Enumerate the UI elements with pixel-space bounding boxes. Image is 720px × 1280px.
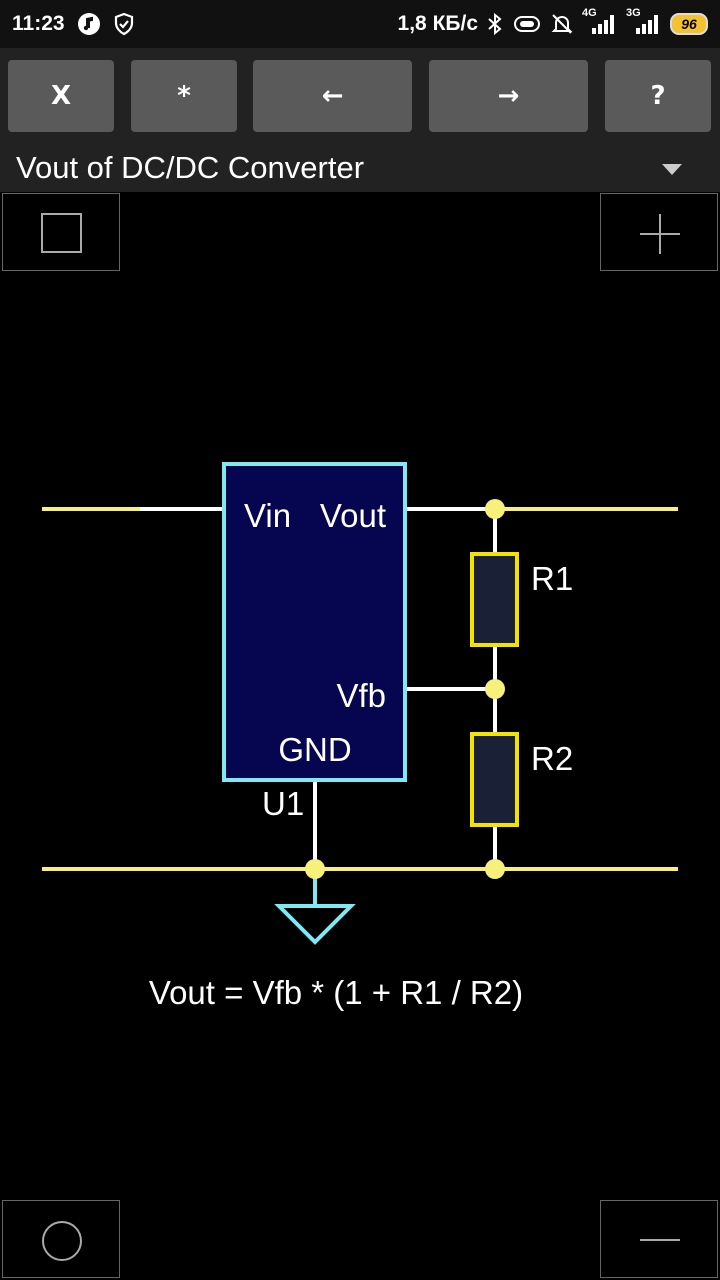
next-button[interactable]: →	[429, 60, 588, 132]
select-mode-button[interactable]	[2, 193, 120, 271]
chip-ref-label: U1	[262, 785, 304, 822]
signal-3g-icon: 3G	[626, 8, 662, 36]
status-bar: 11:23 1,8 КБ/с 4G 3G	[0, 0, 720, 48]
resistor-r2	[470, 732, 519, 827]
r2-label: R2	[531, 740, 573, 777]
signal-4g-icon: 4G	[582, 8, 618, 36]
pin-vin-label: Vin	[244, 497, 291, 534]
fit-view-button[interactable]	[2, 1200, 120, 1278]
chip-u1	[222, 462, 407, 782]
pin-vout-label: Vout	[320, 497, 386, 534]
status-time: 11:23	[12, 12, 65, 35]
alarm-off-icon	[550, 12, 574, 36]
junction-u1-gnd	[305, 859, 325, 879]
chevron-down-icon	[662, 164, 682, 175]
junction-vout	[485, 499, 505, 519]
shield-check-icon	[113, 12, 135, 36]
topic-selector[interactable]: Vout of DC/DC Converter	[0, 140, 720, 192]
resistor-r1	[470, 552, 519, 647]
pin-gnd-label: GND	[278, 731, 351, 768]
junction-vfb	[485, 679, 505, 699]
pin-vfb-label: Vfb	[336, 677, 386, 714]
circuit-diagram: Vin Vout Vfb GND U1 R1 R2 Vout = Vfb * (…	[0, 192, 720, 1200]
bluetooth-icon	[486, 12, 504, 36]
battery-icon: 96	[670, 13, 708, 35]
toolbar: X * ← → ?	[0, 48, 720, 140]
vibrate-icon	[512, 13, 542, 35]
zoom-in-button[interactable]	[600, 193, 718, 271]
square-icon	[41, 213, 82, 253]
circuit-svg: Vin Vout Vfb GND U1 R1 R2 Vout = Vfb * (…	[42, 462, 678, 1011]
minus-icon	[640, 1239, 680, 1241]
circle-icon	[42, 1221, 82, 1261]
favorite-button[interactable]: *	[131, 60, 237, 132]
zoom-out-button[interactable]	[600, 1200, 718, 1278]
close-button[interactable]: X	[8, 60, 114, 132]
page-title: Vout of DC/DC Converter	[16, 150, 365, 185]
previous-button[interactable]: ←	[253, 60, 412, 132]
formula-text: Vout = Vfb * (1 + R1 / R2)	[149, 974, 523, 1011]
r1-label: R1	[531, 560, 573, 597]
music-icon	[77, 12, 101, 36]
help-button[interactable]: ?	[605, 60, 711, 132]
junction-r2-gnd	[485, 859, 505, 879]
ground-icon	[274, 904, 356, 945]
plus-icon	[640, 214, 680, 254]
net-speed: 1,8 КБ/с	[397, 12, 478, 35]
